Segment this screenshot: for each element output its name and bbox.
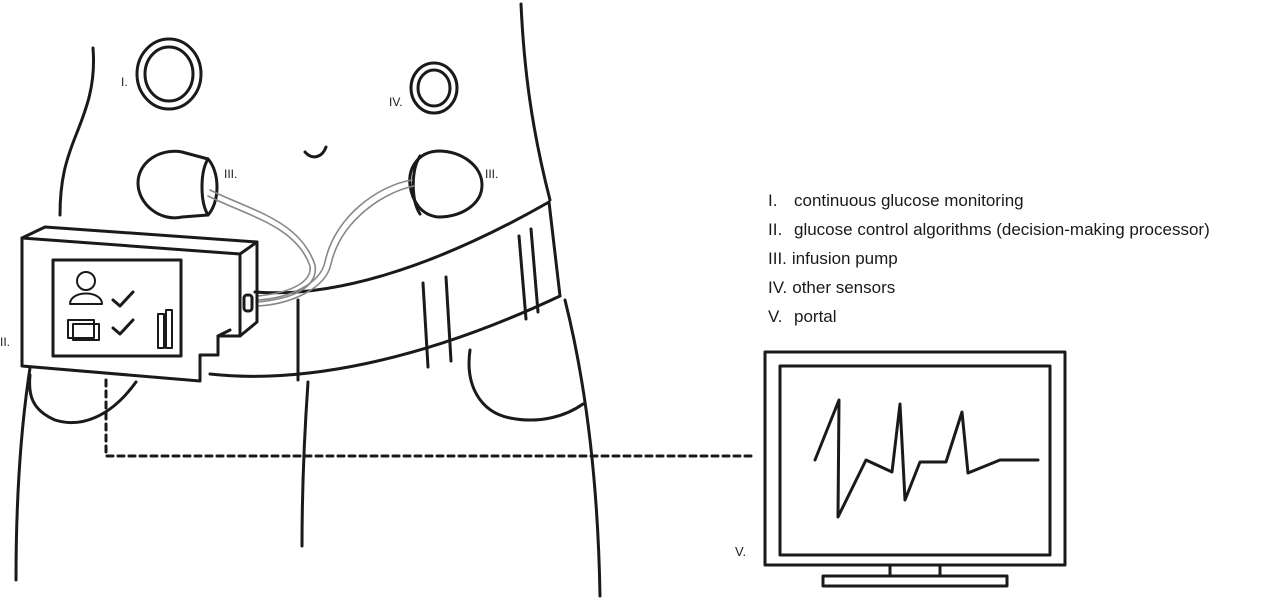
other-sensor-outer	[409, 61, 459, 115]
legend-text: portal	[794, 307, 837, 326]
torso-left-side	[58, 46, 96, 217]
cgm-sensor-outer	[135, 37, 203, 111]
monitor-bezel	[763, 350, 1067, 567]
legend-text: other sensors	[792, 278, 896, 297]
shorts	[14, 298, 602, 598]
tubing-left-a	[209, 189, 317, 303]
left-leg-cuff	[28, 373, 138, 425]
controller-port	[242, 293, 254, 313]
legend-item-iii: III.infusion pump	[768, 244, 1280, 273]
glucose-trace	[813, 398, 1040, 519]
legend-numeral: II.	[768, 220, 783, 239]
belt-loop-mid-b	[444, 275, 453, 363]
legend-text: infusion pump	[791, 249, 898, 268]
legend-numeral: I.	[768, 191, 778, 210]
label-controller: II.	[0, 335, 10, 349]
portal-monitor[interactable]	[763, 350, 1067, 588]
data-link-dashed	[104, 378, 754, 458]
vial-icon	[157, 309, 173, 349]
legend-numeral: IV.	[768, 278, 788, 297]
right-leg-cuff	[467, 348, 585, 422]
cgm-sensor	[135, 37, 203, 111]
belt-right-edge	[547, 200, 562, 298]
label-cgm-sensor: I.	[121, 75, 128, 89]
person-icon	[69, 271, 103, 305]
other-sensor-inner	[416, 68, 452, 108]
check-icon	[111, 290, 135, 308]
controller-front	[20, 236, 242, 383]
tubing	[207, 179, 415, 307]
other-sensor	[409, 61, 459, 115]
belt-top-edge	[253, 200, 551, 295]
battery-icon	[67, 319, 100, 341]
cgm-sensor-inner	[143, 45, 195, 103]
belt-loop-right-a	[517, 234, 528, 321]
belt-bottom-edge	[208, 294, 562, 378]
tubing-left-b	[207, 195, 311, 297]
label-pump-right: III.	[485, 167, 498, 181]
legend-text: continuous glucose monitoring	[794, 191, 1024, 210]
shorts-left-outer	[14, 366, 32, 582]
monitor-base	[821, 574, 1009, 588]
belt	[208, 200, 562, 382]
monitor-neck	[888, 563, 942, 578]
legend-item-iv: IV.other sensors	[768, 273, 1280, 302]
shorts-center-seam	[300, 380, 310, 548]
legend-item-i: I. continuous glucose monitoring	[768, 186, 1280, 215]
tubing-right-a	[257, 179, 413, 301]
torso-right-side	[519, 2, 552, 202]
controller-screen[interactable]	[51, 258, 183, 358]
belt-loop-mid-a	[421, 281, 430, 369]
label-pump-left: III.	[224, 167, 237, 181]
controller-device[interactable]	[20, 225, 259, 383]
navel	[303, 145, 328, 159]
label-portal: V.	[735, 544, 746, 559]
check-icon	[111, 318, 135, 336]
legend-text: glucose control algorithms (decision-mak…	[794, 220, 1210, 239]
shorts-right-outer	[563, 298, 602, 598]
monitor-screen	[778, 364, 1052, 557]
controller-side	[238, 240, 259, 338]
legend-numeral: V.	[768, 307, 783, 326]
label-other-sensor: IV.	[389, 95, 403, 109]
controller-step	[216, 328, 232, 338]
legend-item-v: V. portal	[768, 302, 1280, 331]
infusion-pump-left	[136, 149, 219, 220]
torso-outline	[58, 2, 552, 217]
tubing-right-b	[257, 185, 415, 307]
legend-item-ii: II. glucose control algorithms (decision-…	[768, 215, 1280, 244]
legend: I. continuous glucose monitoring II. gluco…	[768, 186, 1280, 331]
legend-numeral: III.	[768, 249, 787, 268]
controller-top	[20, 225, 259, 256]
infusion-pump-right	[408, 149, 484, 219]
belt-loop-right-b	[529, 227, 540, 314]
